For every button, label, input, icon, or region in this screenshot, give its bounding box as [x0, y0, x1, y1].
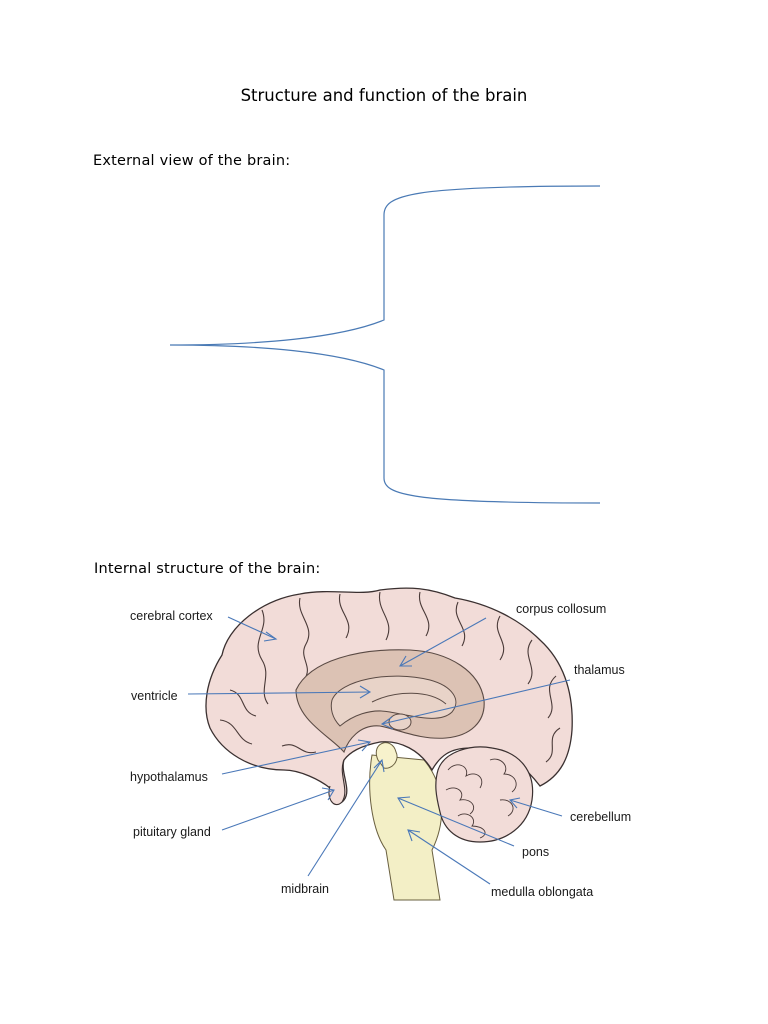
label-bracket: [170, 186, 600, 503]
label-thalamus: thalamus: [574, 663, 625, 677]
brain-sagittal-diagram: [206, 588, 572, 900]
brainstem: [370, 755, 442, 900]
label-corpus-collosum: corpus collosum: [516, 602, 606, 616]
label-cerebral-cortex: cerebral cortex: [130, 609, 213, 623]
label-ventricle: ventricle: [131, 689, 178, 703]
label-pituitary-gland: pituitary gland: [133, 825, 211, 839]
label-cerebellum: cerebellum: [570, 810, 631, 824]
cerebellum: [436, 747, 533, 842]
label-hypothalamus: hypothalamus: [130, 770, 208, 784]
label-pons: pons: [522, 845, 549, 859]
label-midbrain: midbrain: [281, 882, 329, 896]
arrow-pituitary-gland: [222, 790, 334, 830]
label-medulla-oblongata: medulla oblongata: [491, 885, 593, 899]
